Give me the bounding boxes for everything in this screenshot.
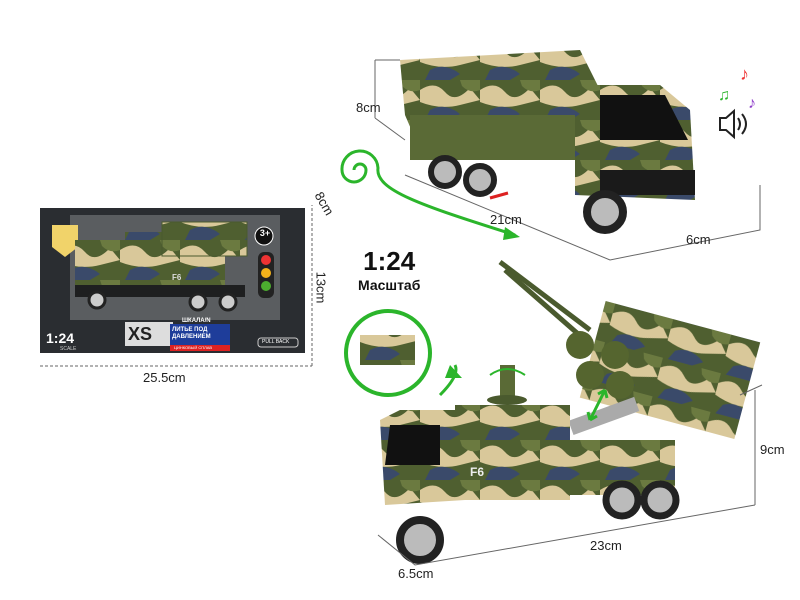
box-height-label: 13cm: [313, 271, 329, 304]
rocket-height-label: 9cm: [760, 442, 785, 457]
cargo-length-label: 21cm: [490, 212, 522, 227]
rocket-width-label: 6.5cm: [398, 566, 434, 581]
age-badge: 3+: [259, 228, 271, 238]
speaker-sound-icon: [719, 108, 747, 140]
box-tagline-bottom: ЦИНКОВЫЙ СПЛАВ: [174, 345, 213, 350]
box-scale: 1:24: [46, 330, 75, 346]
music-notes-icon: ♪ ♫ ♪: [718, 64, 756, 112]
pull-back-icon: [261, 281, 271, 291]
rocket-truck-marking: F6: [470, 465, 485, 479]
rocket-truck: [380, 260, 761, 564]
rotate-arrow-icon: [344, 309, 526, 397]
svg-text:♫: ♫: [718, 87, 730, 104]
box-tagline-main: ЛИТЬЕ ПОД ДАВЛЕНИЕМ: [172, 327, 211, 340]
scale-value: 1:24: [363, 246, 416, 276]
package-box: [40, 208, 305, 353]
cargo-truck: [400, 50, 695, 234]
box-tagline-top: ШКАЛА/N: [182, 318, 211, 324]
light-icon: [261, 255, 271, 265]
rocket-length-label: 23cm: [590, 538, 622, 553]
brand-shield-icon: [52, 225, 78, 257]
box-width-label: 25.5cm: [143, 370, 186, 385]
sound-icon: [261, 268, 271, 278]
cargo-height-label: 8cm: [356, 100, 381, 115]
brand-logo: XS: [128, 324, 153, 344]
scale-label: Масштаб: [358, 277, 421, 293]
box-truck-marking: F6: [172, 273, 182, 282]
svg-text:♪: ♪: [740, 64, 749, 84]
pull-back-spiral-arrow-icon: [340, 149, 520, 240]
scale-caption: 1:24 Масштаб: [358, 246, 420, 293]
pull-back-label: PULL BACK: [262, 339, 290, 345]
cargo-width-label: 6cm: [686, 232, 711, 247]
box-scale-caption: SCALE: [60, 346, 77, 352]
svg-text:♪: ♪: [748, 95, 756, 112]
